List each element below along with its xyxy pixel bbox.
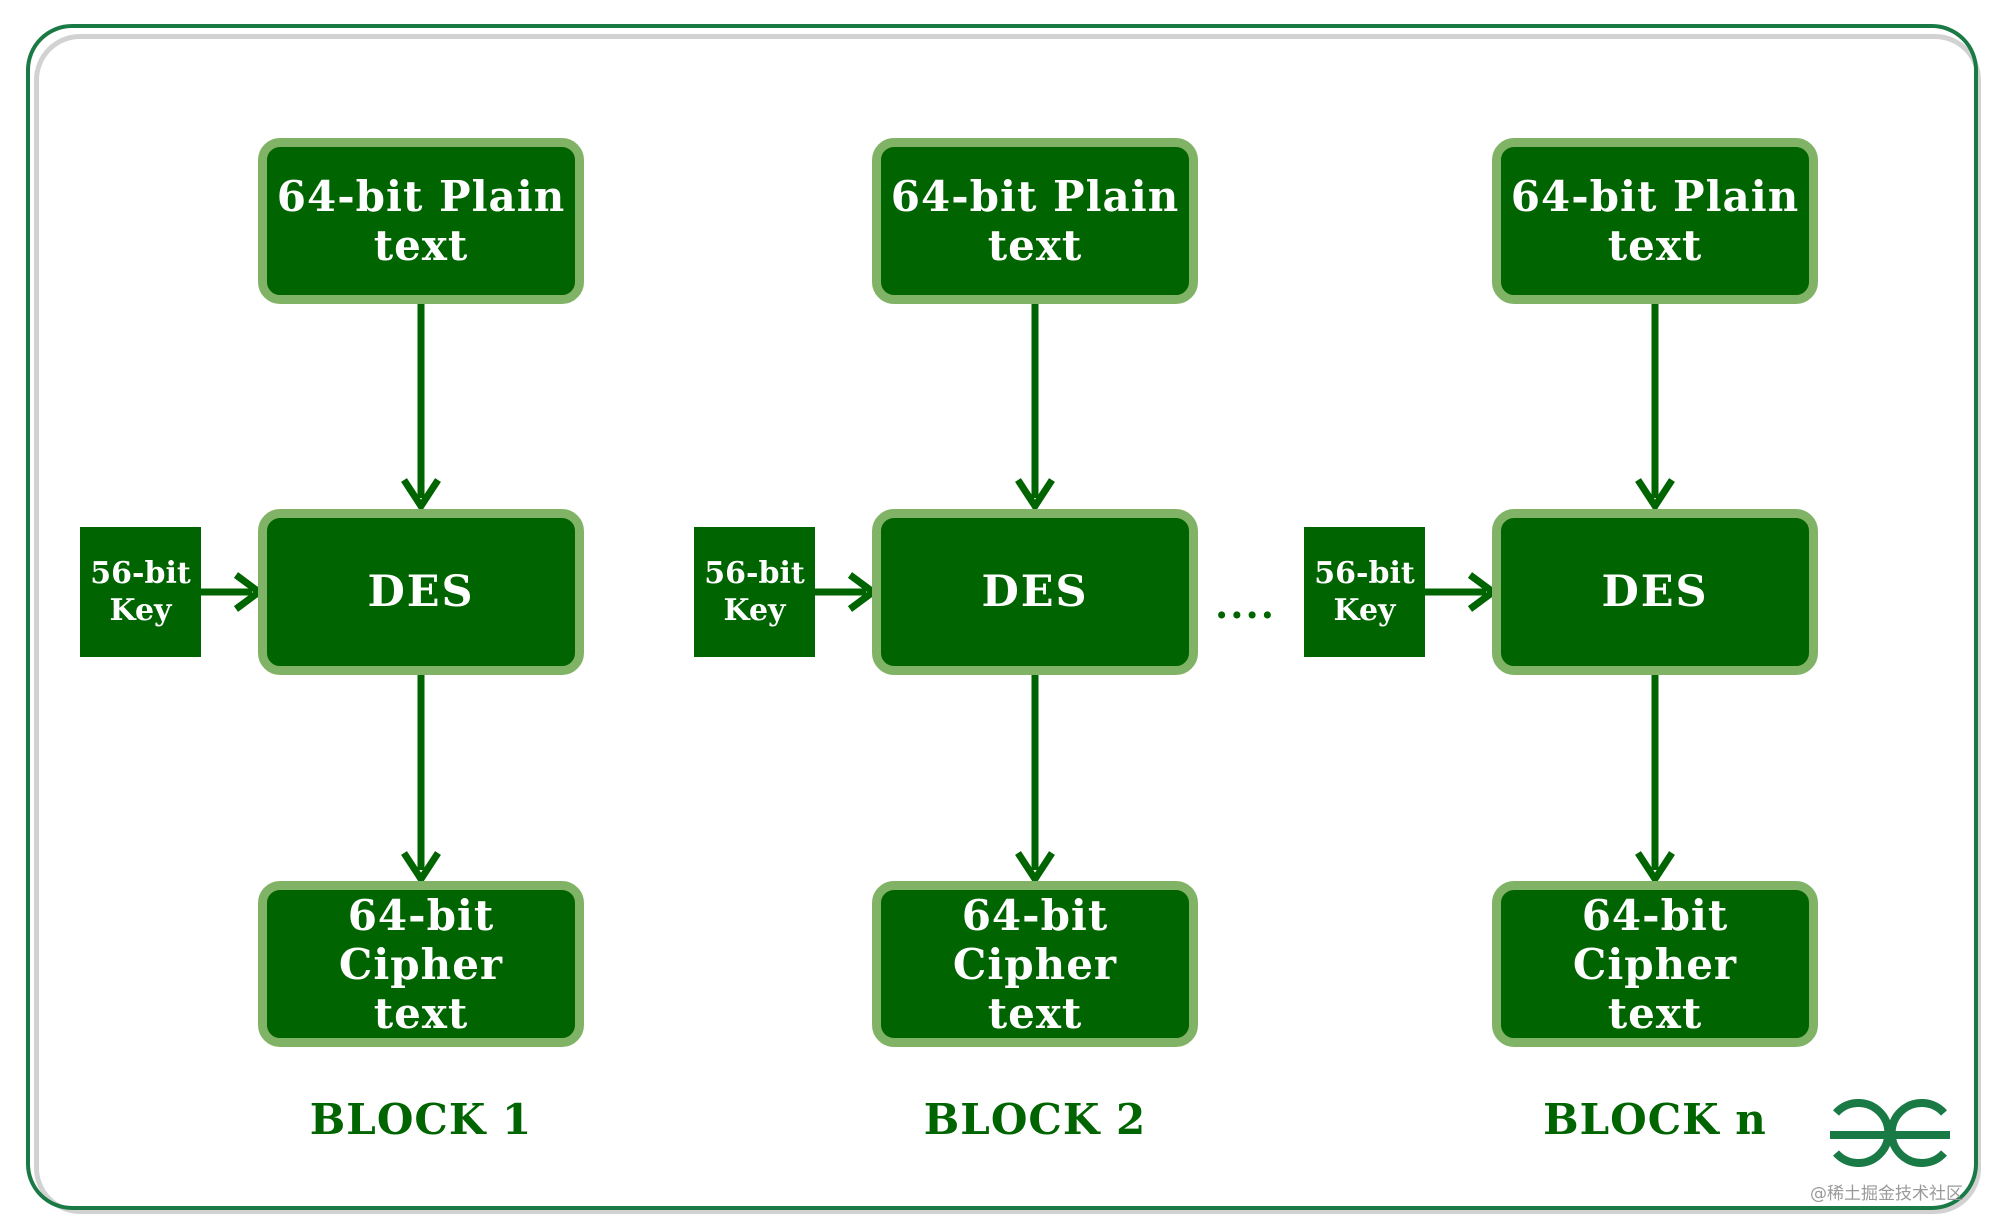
arrowhead (1635, 851, 1675, 886)
block-1-cipher-text-box: 64-bit Cipher text (258, 881, 584, 1047)
watermark: @稀土掘金技术社区 (1810, 1184, 1963, 1204)
arrowhead (1635, 478, 1675, 513)
block-1-des-box: DES (258, 509, 584, 675)
arrowhead (1015, 851, 1055, 886)
frame-shadow (34, 34, 1981, 1214)
diagram-frame (26, 24, 1978, 1210)
ellipsis: .... (1215, 582, 1276, 627)
block-n-plain-text-box: 64-bit Plain text (1492, 138, 1818, 304)
block-2-des-box: DES (872, 509, 1198, 675)
arrowhead (401, 478, 441, 513)
block-1-arrows (200, 300, 441, 886)
block-n-des-box: DES (1492, 509, 1818, 675)
block-n-cipher-text-box: 64-bit Cipher text (1492, 881, 1818, 1047)
block-1-label: BLOCK 1 (309, 1095, 533, 1144)
block-1-plain-text-box: 64-bit Plain text (258, 138, 584, 304)
arrowhead (1015, 478, 1055, 513)
block-2-arrows (814, 300, 1055, 886)
block-2-cipher-text-box: 64-bit Cipher text (872, 881, 1198, 1047)
arrowhead (401, 851, 441, 886)
block-n-key-box: 56-bit Key (1304, 527, 1425, 657)
block-2-key-box: 56-bit Key (694, 527, 815, 657)
block-2-plain-text-box: 64-bit Plain text (872, 138, 1198, 304)
block-n-label: BLOCK n (1543, 1095, 1767, 1144)
block-1-key-box: 56-bit Key (80, 527, 201, 657)
geeksforgeeks-logo-icon (1830, 1099, 1950, 1167)
block-2-label: BLOCK 2 (923, 1095, 1147, 1144)
